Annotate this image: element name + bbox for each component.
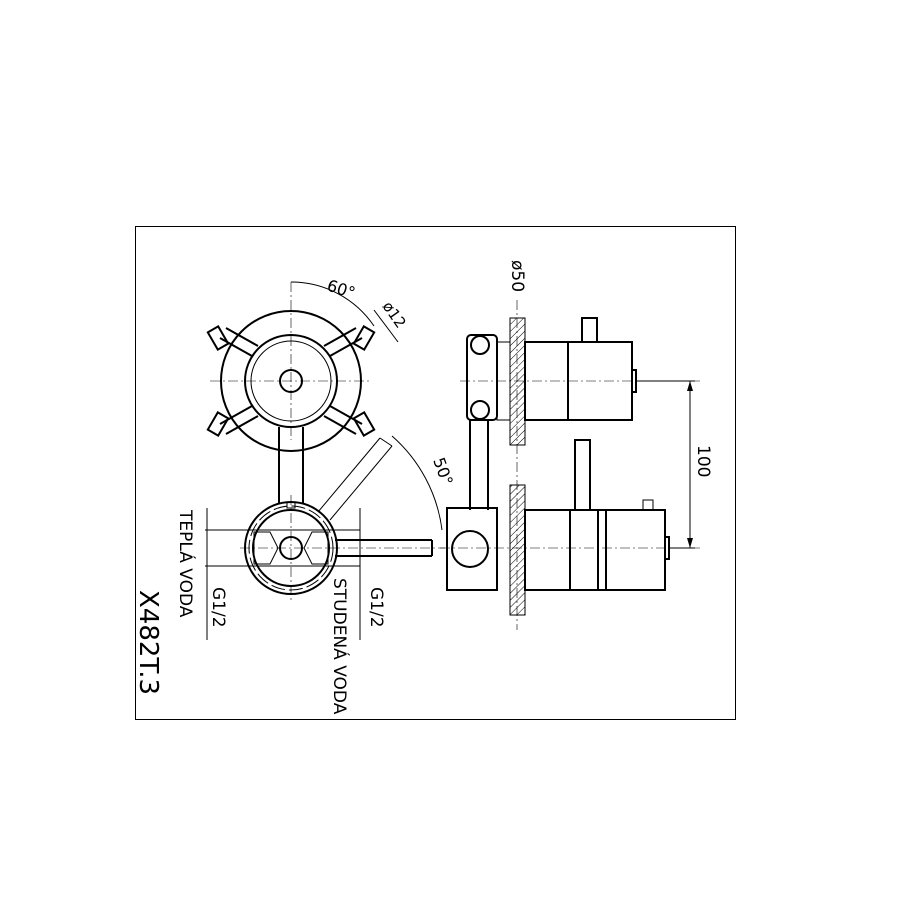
dia-50-label: ø50 <box>507 260 527 292</box>
product-code: X482T.3 <box>133 590 163 695</box>
front-view-mixer <box>205 435 445 640</box>
cold-thread-label: G1/2 <box>366 587 386 628</box>
cold-water-label: STUDENÁ VODA <box>329 578 351 715</box>
front-view-diverter <box>206 281 399 503</box>
hot-water-label: TEPLÁ VODA <box>175 509 197 618</box>
angle-60-label: 60° <box>325 276 358 303</box>
side-view <box>440 300 700 630</box>
drawing-frame <box>135 226 736 720</box>
distance-100-label: 100 <box>693 445 713 477</box>
hot-thread-label: G1/2 <box>208 587 228 628</box>
dia-12-label: ø12 <box>379 298 410 331</box>
angle-50-label: 50° <box>429 455 457 488</box>
